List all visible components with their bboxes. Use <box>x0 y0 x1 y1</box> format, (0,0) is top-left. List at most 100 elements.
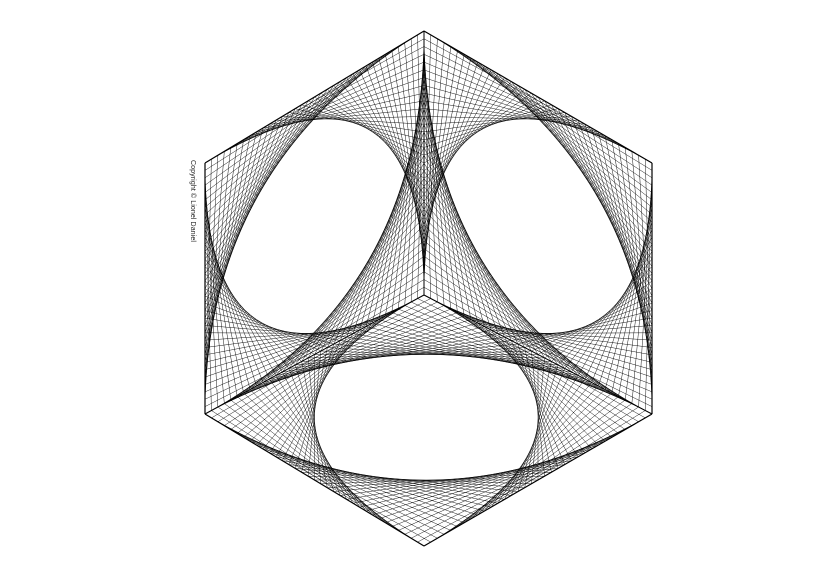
string-curve <box>430 298 646 419</box>
string-curve <box>327 147 425 348</box>
string-curve <box>359 452 585 508</box>
string-curve <box>423 46 639 156</box>
string-curve <box>517 310 653 345</box>
string-curve <box>624 147 653 385</box>
string-curve <box>204 288 315 355</box>
string-curve <box>423 116 579 121</box>
string-curve <box>204 310 334 345</box>
string-curve <box>557 108 653 311</box>
string-curve <box>417 417 646 543</box>
string-curve <box>204 100 309 296</box>
string-curve <box>423 155 532 352</box>
string-curve <box>398 429 626 531</box>
string-curve <box>444 305 653 393</box>
string-curve <box>423 54 445 306</box>
string-curve <box>204 108 296 311</box>
string-curve <box>282 371 347 500</box>
string-curve <box>423 104 552 148</box>
string-curve <box>340 131 425 341</box>
string-curve <box>333 139 425 345</box>
string-curve <box>423 124 505 338</box>
string-curve <box>204 317 341 341</box>
string-curve <box>211 38 425 160</box>
string-curve <box>484 326 653 348</box>
string-curve <box>491 329 653 341</box>
string-curve <box>204 332 354 334</box>
string-curve <box>537 288 653 355</box>
string-curve <box>423 100 592 129</box>
string-curve <box>275 375 354 504</box>
string-curve <box>423 108 559 140</box>
string-curve <box>410 46 425 303</box>
string-curve <box>391 433 619 527</box>
string-curve <box>551 104 653 304</box>
string-curve <box>423 162 539 355</box>
string-curve <box>333 468 559 492</box>
string-curve <box>295 108 425 140</box>
string-curve <box>404 54 425 306</box>
string-curve <box>484 326 592 450</box>
string-curve <box>423 96 539 164</box>
string-curve <box>423 69 458 313</box>
string-curve <box>443 305 633 426</box>
string-curve <box>490 329 586 453</box>
string-curve <box>204 329 360 341</box>
string-curve <box>353 456 579 504</box>
string-curve <box>237 69 425 144</box>
string-curve <box>437 301 639 422</box>
string-curve <box>578 120 653 333</box>
string-curve <box>511 317 653 341</box>
string-curve <box>320 155 425 352</box>
string-curve <box>340 464 565 496</box>
string-curve <box>531 295 653 352</box>
string-curve <box>314 162 425 355</box>
string-curve <box>531 350 545 477</box>
string-curve <box>359 108 425 331</box>
string-curve <box>204 120 277 333</box>
string-curve <box>504 336 572 461</box>
string-curve <box>204 104 302 304</box>
string-curve <box>301 104 425 148</box>
string-curve <box>423 147 525 348</box>
string-curve <box>423 294 653 415</box>
string-curve <box>437 301 653 400</box>
string-curve <box>224 403 405 535</box>
string-curve <box>204 295 322 352</box>
string-curve <box>618 143 653 378</box>
string-curve <box>423 112 565 133</box>
string-curve <box>411 421 639 539</box>
string-curve <box>269 378 360 508</box>
string-curve <box>314 96 425 164</box>
string-curve <box>524 347 552 473</box>
string-curve <box>497 332 653 334</box>
string-curve <box>294 364 335 492</box>
string-curve <box>423 108 492 331</box>
string-curve <box>423 100 545 156</box>
string-curve <box>204 147 231 385</box>
string-curve <box>417 38 425 299</box>
string-curve <box>262 382 367 512</box>
string-curve <box>204 326 367 348</box>
string-curve <box>307 100 425 156</box>
string-curve <box>204 155 219 400</box>
string-curve <box>352 116 425 334</box>
string-curve <box>217 301 438 408</box>
string-curve <box>423 139 519 345</box>
string-curve <box>346 460 572 500</box>
string-curve <box>423 131 512 341</box>
string-curve <box>288 112 425 133</box>
string-curve <box>544 100 653 296</box>
string-art-strands <box>204 30 653 547</box>
string-curve <box>307 357 322 484</box>
string-curve <box>398 62 425 310</box>
string-curve <box>423 69 619 144</box>
string-curve <box>423 116 498 334</box>
string-curve <box>217 406 412 539</box>
string-curve <box>237 312 458 397</box>
string-curve <box>204 301 412 400</box>
string-curve <box>262 100 425 129</box>
string-curve <box>423 46 438 303</box>
string-curve <box>275 116 425 121</box>
